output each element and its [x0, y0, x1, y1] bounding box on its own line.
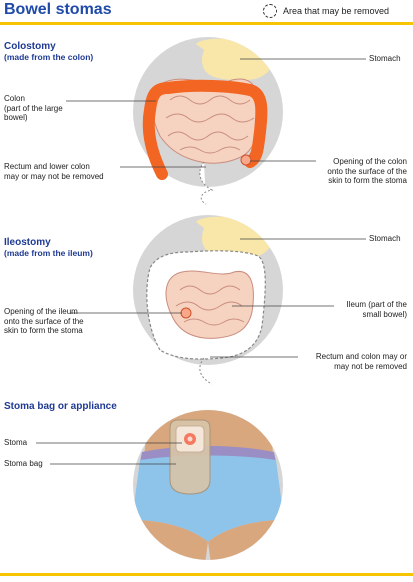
- bag-stoma-highlight: [187, 436, 193, 442]
- opening-label-line: skin to form the stoma: [328, 176, 407, 185]
- small-intestine-folds: [165, 95, 255, 154]
- colostomy-colon-label: Colon (part of the large bowel): [4, 94, 63, 123]
- stoma-bag-diagram: [36, 410, 283, 560]
- bag-title: Stoma bag or appliance: [4, 401, 117, 412]
- colostomy-opening-label: Opening of the colon onto the surface of…: [307, 157, 407, 186]
- opening-label-line: onto the surface of the: [327, 166, 407, 176]
- opening-label-line: skin to form the stoma: [4, 326, 83, 335]
- bottom-rule: [0, 573, 413, 576]
- colostomy-stoma: [240, 154, 252, 166]
- rectum-removed-outline: [199, 357, 213, 385]
- ileum-label-line: small bowel): [362, 309, 407, 319]
- small-intestine-shape: [165, 270, 254, 339]
- rectum-label-line: may not be removed: [334, 361, 407, 371]
- small-intestine-folds: [175, 285, 245, 326]
- ileum-label-line: Ileum (part of the: [346, 300, 407, 309]
- bag-heading: Stoma bag or appliance: [4, 401, 117, 412]
- title-rule: [0, 22, 413, 25]
- legend-text: Area that may be removed: [283, 6, 390, 16]
- opening-label-line: onto the surface of the: [4, 316, 84, 326]
- stoma-bag-label: Stoma bag: [4, 459, 43, 468]
- colon-label-line: (part of the large: [4, 103, 63, 113]
- colostomy-title: Colostomy: [4, 41, 56, 52]
- colostomy-rectum-label: Rectum and lower colon may or may not be…: [4, 162, 104, 181]
- page-title: Bowel stomas: [4, 1, 112, 18]
- colon-label-line: bowel): [4, 113, 28, 122]
- ileostomy-rectum-label: Rectum and colon may or may not be remov…: [295, 352, 407, 371]
- ileostomy-stoma: [180, 307, 192, 319]
- colostomy-diagram: [66, 37, 366, 205]
- rectum-label-line: may or may not be removed: [4, 171, 104, 181]
- ileostomy-heading: Ileostomy (made from the ileum): [4, 237, 93, 259]
- ileostomy-stomach-label: Stomach: [369, 234, 401, 243]
- colon-shape: [142, 79, 268, 180]
- ileostomy-subtitle: (made from the ileum): [4, 248, 93, 258]
- dashed-circle-icon: [263, 4, 277, 18]
- ileostomy-diagram: [70, 215, 366, 385]
- ileostomy-ileum-label: Ileum (part of the small bowel): [327, 300, 407, 319]
- ileostomy-opening-label: Opening of the ileum onto the surface of…: [4, 307, 84, 336]
- stoma-label: Stoma: [4, 438, 28, 447]
- colostomy-heading: Colostomy (made from the colon): [4, 41, 93, 63]
- opening-label-line: Opening of the ileum: [4, 307, 78, 316]
- rectum-label-line: Rectum and lower colon: [4, 162, 90, 171]
- rectum-label-line: Rectum and colon may or: [315, 352, 407, 361]
- opening-label-line: Opening of the colon: [333, 157, 407, 166]
- colon-label-line: Colon: [4, 94, 25, 103]
- ileostomy-title: Ileostomy: [4, 237, 51, 248]
- colostomy-subtitle: (made from the colon): [4, 52, 94, 62]
- colostomy-stomach-label: Stomach: [369, 54, 401, 63]
- rectum-removed-area: [199, 161, 214, 205]
- legend: Area that may be removed: [263, 4, 389, 18]
